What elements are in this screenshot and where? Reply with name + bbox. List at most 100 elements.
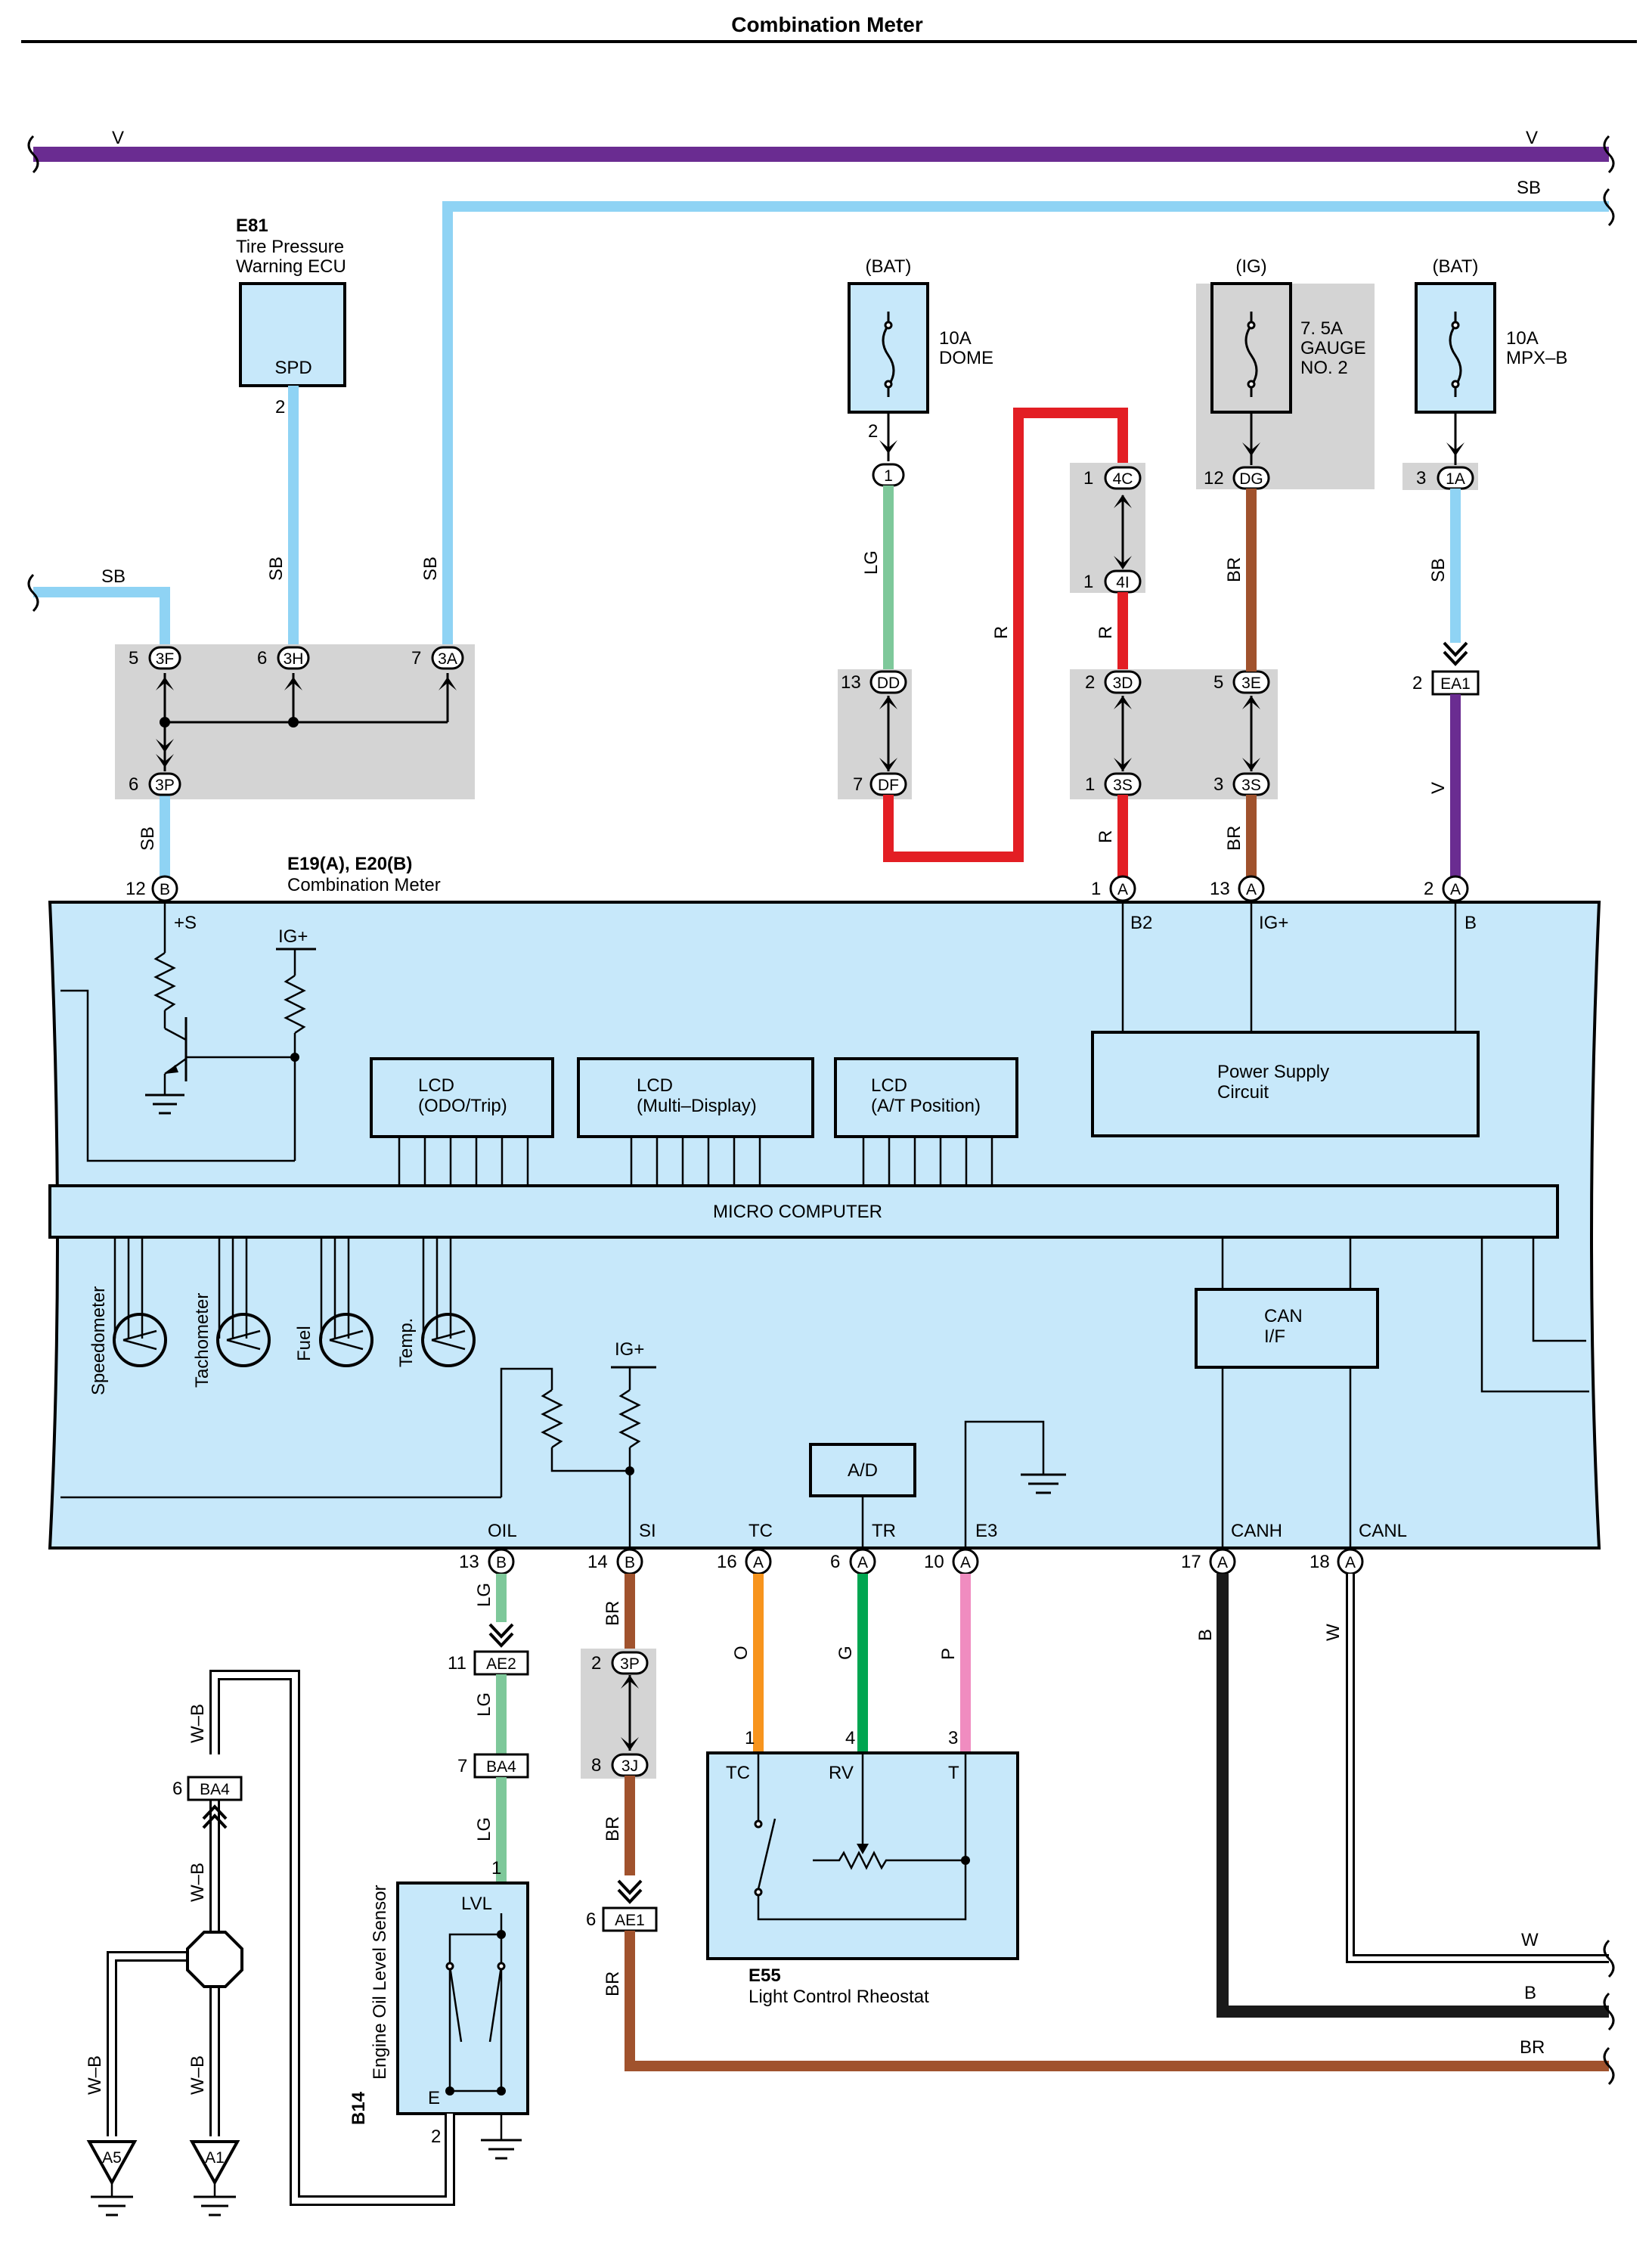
- wire-color-label: W: [1323, 1624, 1344, 1641]
- svg-text:3E: 3E: [1241, 675, 1261, 692]
- rheostat-terminal: TC: [726, 1763, 750, 1783]
- e81-name: Tire Pressure: [236, 237, 344, 257]
- svg-text:2: 2: [1412, 673, 1422, 693]
- wire-color-label: SB: [266, 557, 287, 581]
- b14-code: B14: [349, 2091, 369, 2125]
- ground-A5: A5: [86, 2140, 138, 2217]
- rheostat-terminal: T: [948, 1763, 959, 1783]
- svg-text:B: B: [625, 1554, 635, 1571]
- fuse-source: (IG): [1235, 256, 1266, 277]
- e81-name: Warning ECU: [236, 256, 346, 277]
- pin-number: 2: [431, 2127, 441, 2147]
- meter-pin-A17: A 17: [1181, 1548, 1236, 1575]
- svg-text:3: 3: [1416, 468, 1426, 489]
- lcd-label: LCD: [418, 1075, 454, 1096]
- meter-pin-A1: A1: [1091, 875, 1136, 902]
- gauge-label: Speedometer: [88, 1286, 109, 1395]
- wire-color-label: BR: [1224, 557, 1244, 582]
- svg-text:6: 6: [129, 774, 138, 795]
- meter-pin-A10: A10: [924, 1548, 979, 1575]
- connector-4C: 4C1: [1083, 466, 1142, 490]
- connector-3P: 3P2: [591, 1651, 649, 1675]
- svg-text:A: A: [1217, 1554, 1228, 1571]
- meter-pin-B12: B12: [126, 875, 178, 902]
- power-supply-circuit: [1091, 1031, 1480, 1137]
- wire-color-label: LG: [861, 551, 882, 575]
- connector-3H: 3H6: [257, 646, 310, 670]
- terminal-label: CANL: [1359, 1521, 1407, 1541]
- svg-text:18: 18: [1310, 1552, 1330, 1572]
- wire-color-label: P: [938, 1648, 959, 1660]
- wire-color-label: R: [991, 626, 1012, 639]
- svg-text:A: A: [1117, 881, 1128, 898]
- pin-number: 2: [868, 421, 878, 442]
- svg-text:4C: 4C: [1113, 470, 1133, 488]
- fuse-name: MPX–B: [1506, 348, 1567, 368]
- connector-AE1: AE1 6: [586, 1906, 658, 1932]
- connector-3P: 3P6: [129, 772, 181, 796]
- svg-text:1: 1: [1091, 879, 1101, 899]
- svg-text:A: A: [753, 1554, 764, 1571]
- svg-text:1: 1: [1083, 572, 1093, 592]
- wire-color-label: R: [1096, 830, 1116, 843]
- svg-text:11: 11: [448, 1653, 466, 1674]
- pin-number: 3: [948, 1728, 958, 1748]
- wire-color-label: O: [731, 1646, 752, 1660]
- fuse-rating: 10A: [939, 328, 972, 349]
- temp-gauge-icon: [421, 1313, 476, 1367]
- svg-text:BA4: BA4: [200, 1781, 230, 1798]
- rheostat-terminal: RV: [829, 1763, 854, 1783]
- svg-text:6: 6: [586, 1909, 596, 1930]
- svg-text:7: 7: [853, 774, 863, 795]
- wire-color-label: W: [1521, 1930, 1539, 1950]
- svg-text:1: 1: [1085, 774, 1095, 795]
- svg-text:2: 2: [1424, 879, 1433, 899]
- svg-text:3S: 3S: [1241, 777, 1261, 794]
- canh-wire: [1217, 1574, 1609, 2018]
- fuse-source: (BAT): [866, 256, 912, 277]
- svg-text:7: 7: [457, 1756, 467, 1776]
- can-interface: [1195, 1288, 1379, 1369]
- can-label: I/F: [1264, 1326, 1285, 1347]
- meter-code: E19(A), E20(B): [287, 854, 412, 874]
- connector-4I: 4I1: [1083, 569, 1142, 594]
- svg-text:BA4: BA4: [486, 1758, 516, 1776]
- wire-color-label: BR: [603, 1816, 623, 1841]
- speedometer-gauge-icon: [113, 1313, 167, 1367]
- fuse-name: NO. 2: [1300, 358, 1348, 378]
- wire-color-label: B: [1195, 1629, 1216, 1641]
- pin-number: 2: [275, 397, 285, 417]
- terminal-label: SI: [639, 1521, 656, 1541]
- wire-color-label: W–B: [188, 1863, 208, 1902]
- power-supply-label: Power Supply: [1217, 1062, 1329, 1082]
- svg-text:A: A: [857, 1554, 868, 1571]
- wire-color-label: V: [112, 128, 124, 148]
- meter-pin-A2: A2: [1424, 875, 1469, 902]
- gauge-label: Fuel: [294, 1326, 315, 1361]
- connector-BA4: BA4 7: [457, 1753, 529, 1779]
- tachometer-gauge-icon: [216, 1313, 271, 1367]
- micro-computer: [48, 1184, 1559, 1239]
- lcd-at-position: [834, 1057, 1018, 1138]
- engine-oil-level-sensor: [396, 1881, 529, 2115]
- svg-text:17: 17: [1181, 1552, 1201, 1572]
- svg-text:B: B: [496, 1554, 507, 1571]
- terminal-label: IG+: [278, 926, 308, 947]
- terminal-label: TC: [749, 1521, 773, 1541]
- svg-text:AE1: AE1: [615, 1912, 645, 1929]
- svg-text:5: 5: [129, 648, 138, 669]
- connector-3J: 3J8: [591, 1753, 649, 1777]
- canl-wire: [1346, 1574, 1609, 1963]
- pin-number: 1: [491, 1858, 501, 1878]
- wire-color-label: W–B: [188, 2055, 208, 2095]
- meter-pin-B14: B14: [587, 1548, 643, 1575]
- fuse-rating: 10A: [1506, 328, 1539, 349]
- connector-3S: 3S1: [1085, 772, 1142, 796]
- wire-color-label: B: [1524, 1983, 1536, 2003]
- break-mark: [27, 135, 39, 174]
- svg-text:12: 12: [1204, 468, 1224, 489]
- lcd-label: (A/T Position): [871, 1096, 981, 1116]
